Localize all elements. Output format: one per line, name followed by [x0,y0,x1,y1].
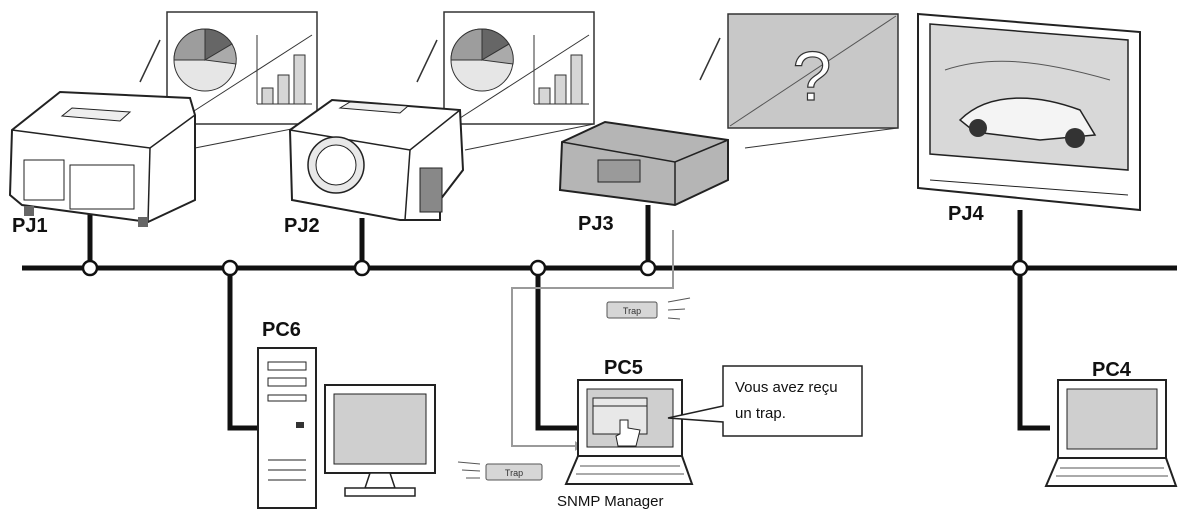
projector-pj2-icon [288,98,465,221]
network-nodes [81,259,1029,277]
svg-text:Vous avez reçu: Vous avez reçu [735,379,838,396]
label-pj3: PJ3 [578,213,614,235]
label-snmp-manager: SNMP Manager [557,493,663,510]
projector-pj1-icon [8,90,196,227]
trap-badge-top: Trap [606,297,691,320]
svg-text:Trap: Trap [623,306,641,316]
pc4-laptop-icon [1044,379,1178,487]
label-pj4: PJ4 [948,203,984,225]
trap-badge-bottom: Trap [457,461,543,481]
svg-text:un trap.: un trap. [735,405,786,422]
label-pc4: PC4 [1092,359,1132,381]
pc5-laptop-icon [564,379,694,485]
pc6-desktop-icon [257,347,436,509]
projector-pj3-icon [558,120,729,207]
svg-text:Trap: Trap [505,468,523,478]
pj3-projected-screen: ? [699,13,899,149]
question-mark-icon: ? [793,37,832,115]
label-pj1: PJ1 [12,215,48,237]
trap-path [511,230,674,447]
pj2-projected-screen [379,11,595,151]
label-pj2: PJ2 [284,215,320,237]
pj1-projected-screen [109,11,318,149]
display-pj4-icon [917,12,1141,212]
trap-message-bubble: Vous avez reçu un trap. [667,365,863,437]
label-pc6: PC6 [262,319,301,341]
hand-pointer-icon [615,419,641,447]
label-pc5: PC5 [604,357,643,379]
